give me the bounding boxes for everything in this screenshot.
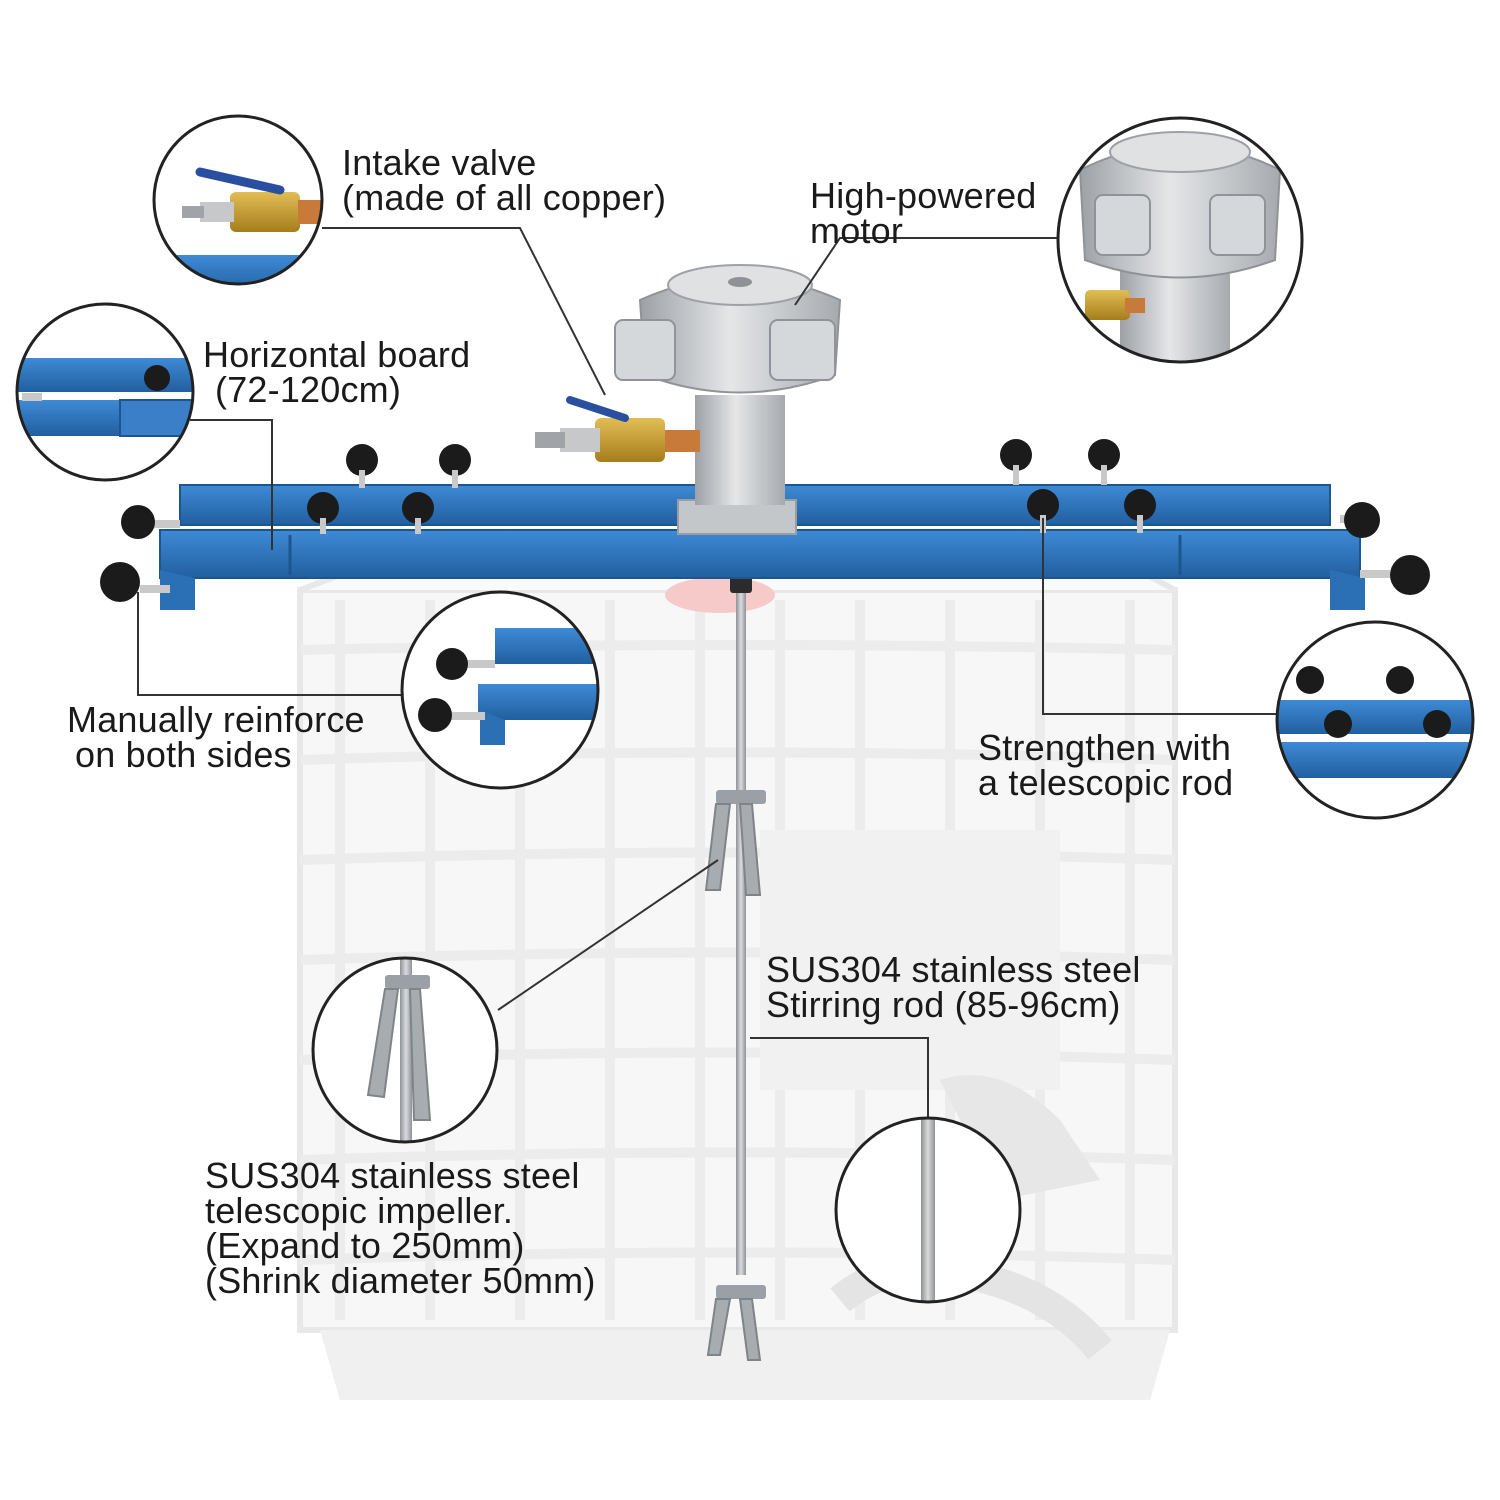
impeller-label-line2: telescopic impeller.	[205, 1190, 514, 1231]
motor-label: High-powered motor	[810, 175, 1037, 251]
board-detail-circle	[15, 302, 195, 482]
impeller-label-line1: SUS304 stainless steel	[205, 1155, 580, 1196]
telescopic-rod-label: Strengthen with a telescopic rod	[978, 727, 1234, 803]
telescopic-rod-label-line1: Strengthen with	[978, 727, 1232, 768]
horizontal-board-label-line2: (72-120cm)	[215, 369, 402, 410]
impeller-label: SUS304 stainless steel telescopic impell…	[205, 1155, 596, 1301]
intake-valve-label-line1: Intake valve	[342, 142, 537, 183]
leader-lines	[137, 227, 1277, 1118]
stirring-rod	[704, 575, 766, 1361]
intake-valve-label-line2: (made of all copper)	[342, 177, 667, 218]
valve-detail-circle	[152, 114, 324, 286]
impeller-detail-circle	[311, 956, 499, 1144]
impeller-label-line4: (Shrink diameter 50mm)	[205, 1260, 596, 1301]
manual-reinforce-label-line2: on both sides	[75, 734, 292, 775]
motor-detail-circle	[1056, 116, 1304, 364]
impeller-label-line3: (Expand to 250mm)	[205, 1225, 525, 1266]
rod-detail-circle	[834, 1116, 1022, 1304]
air-motor	[535, 264, 842, 535]
stirring-rod-label-line1: SUS304 stainless steel	[766, 949, 1141, 990]
intake-valve-label: Intake valve (made of all copper)	[342, 142, 667, 218]
stirring-rod-label: SUS304 stainless steel Stirring rod (85-…	[766, 949, 1141, 1025]
reinforce-detail-circle	[400, 590, 600, 790]
telescopic-rod-label-line2: a telescopic rod	[978, 762, 1234, 803]
motor-label-line2: motor	[810, 210, 904, 251]
motor-label-line1: High-powered	[810, 175, 1037, 216]
manual-reinforce-label: Manually reinforce on both sides	[67, 699, 365, 775]
horizontal-board-label-line1: Horizontal board	[203, 334, 471, 375]
stirring-rod-label-line2: Stirring rod (85-96cm)	[766, 984, 1121, 1025]
manual-reinforce-label-line1: Manually reinforce	[67, 699, 365, 740]
telescopic-detail-circle	[1275, 620, 1475, 820]
horizontal-board-label: Horizontal board (72-120cm)	[203, 334, 471, 410]
